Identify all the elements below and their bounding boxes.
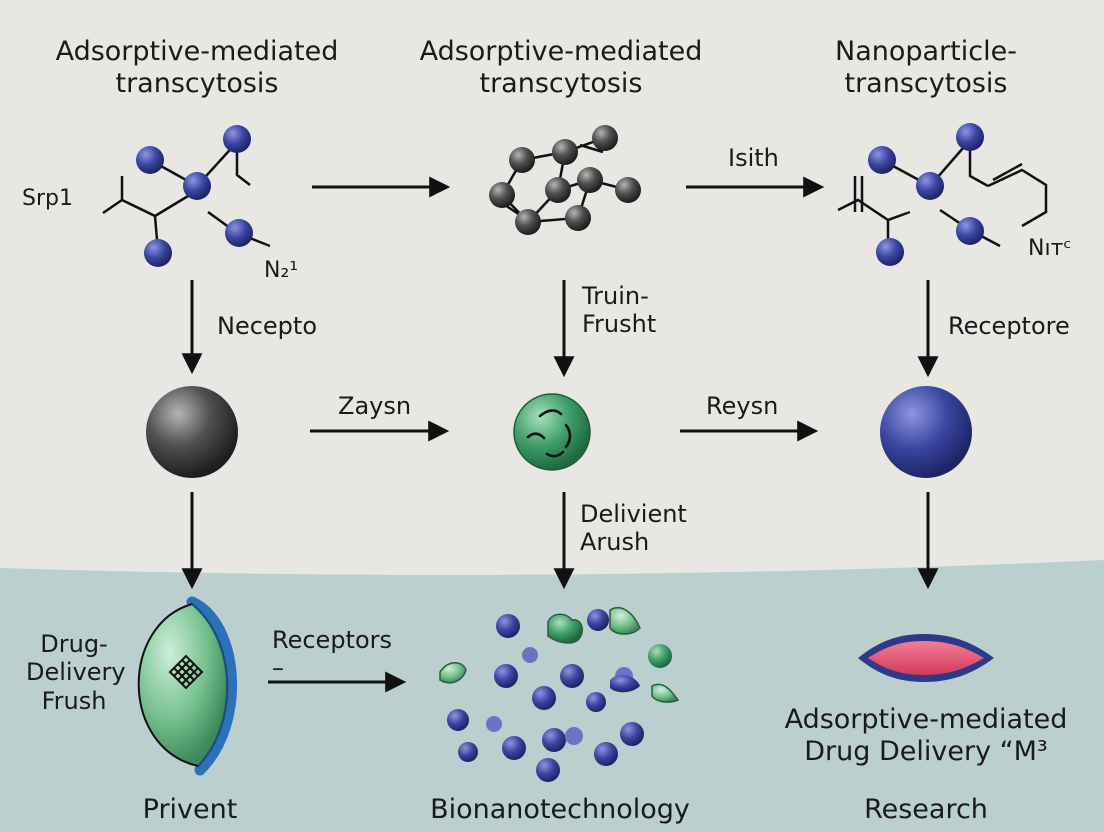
middle-title-line1: Adsorptive-mediated	[419, 36, 703, 67]
left-title-line1: Adsorptive-mediated	[55, 36, 339, 67]
label-drug-delivery-frush: Drug- Delivery Frush	[26, 630, 126, 715]
molecule-top-middle	[489, 125, 641, 235]
molecule-label-srp1: Srp1	[22, 186, 73, 211]
adsorptive-line1: Adsorptive-mediated	[784, 704, 1068, 735]
footer-privent: Privent	[142, 794, 238, 825]
footer-bionanotechnology: Bionanotechnology	[430, 794, 690, 825]
molecule-label-nic: Nıтᶜ	[1028, 236, 1072, 261]
adsorptive-line2: Drug Delivery “M³	[804, 735, 1048, 767]
truin-line2: Frusht	[582, 310, 657, 339]
delivient-line2: Arush	[580, 528, 650, 557]
left-title-line2: transcytosis	[115, 67, 279, 99]
scattered-particles	[439, 607, 680, 782]
left-column-title: Adsorptive-mediated transcytosis	[32, 36, 362, 100]
right-column-title: Nanoparticle- transcytosis	[766, 36, 1086, 100]
delivient-line1: Delivient	[580, 500, 687, 528]
dark-nanoparticle	[146, 386, 238, 478]
receptors-line1: Receptors	[272, 626, 393, 654]
truin-line1: Truin-	[582, 282, 649, 310]
receptors-line2: –	[272, 654, 284, 683]
right-title-line2: transcytosis	[844, 67, 1008, 99]
arrow-label-reysn: Reysn	[706, 392, 779, 420]
green-vesicle	[513, 393, 591, 471]
middle-title-line2: transcytosis	[479, 67, 643, 99]
arrow-label-isith: Isith	[728, 144, 779, 172]
pathway-arrows	[181, 176, 939, 693]
arrow-label-zaysn: Zaysn	[338, 392, 412, 420]
arrow-label-necepto: Necepto	[217, 312, 318, 340]
arrow-label-delivient-arush: Delivient Arush	[580, 500, 687, 557]
arrow-label-receptors: Receptors –	[272, 626, 392, 683]
drug-delivery-vesicle	[137, 596, 238, 776]
blue-nanoparticle	[880, 386, 972, 478]
label-adsorptive-drug-delivery: Adsorptive-mediated Drug Delivery “M³	[758, 704, 1094, 768]
drug-delivery-line2: Delivery	[26, 658, 126, 687]
arrow-label-receptore: Receptore	[948, 312, 1070, 340]
arrow-label-truin-frusht: Truin- Frusht	[582, 282, 656, 339]
middle-column-title: Adsorptive-mediated transcytosis	[396, 36, 726, 100]
right-title-line1: Nanoparticle-	[835, 36, 1017, 67]
molecule-top-left	[102, 125, 271, 267]
red-drug-capsule	[858, 634, 994, 682]
molecule-label-n2: N₂¹	[264, 258, 299, 283]
drug-delivery-line1: Drug-	[40, 630, 108, 658]
molecule-top-right	[837, 123, 1048, 266]
drug-delivery-line3: Frush	[41, 686, 107, 715]
footer-research: Research	[864, 794, 988, 825]
